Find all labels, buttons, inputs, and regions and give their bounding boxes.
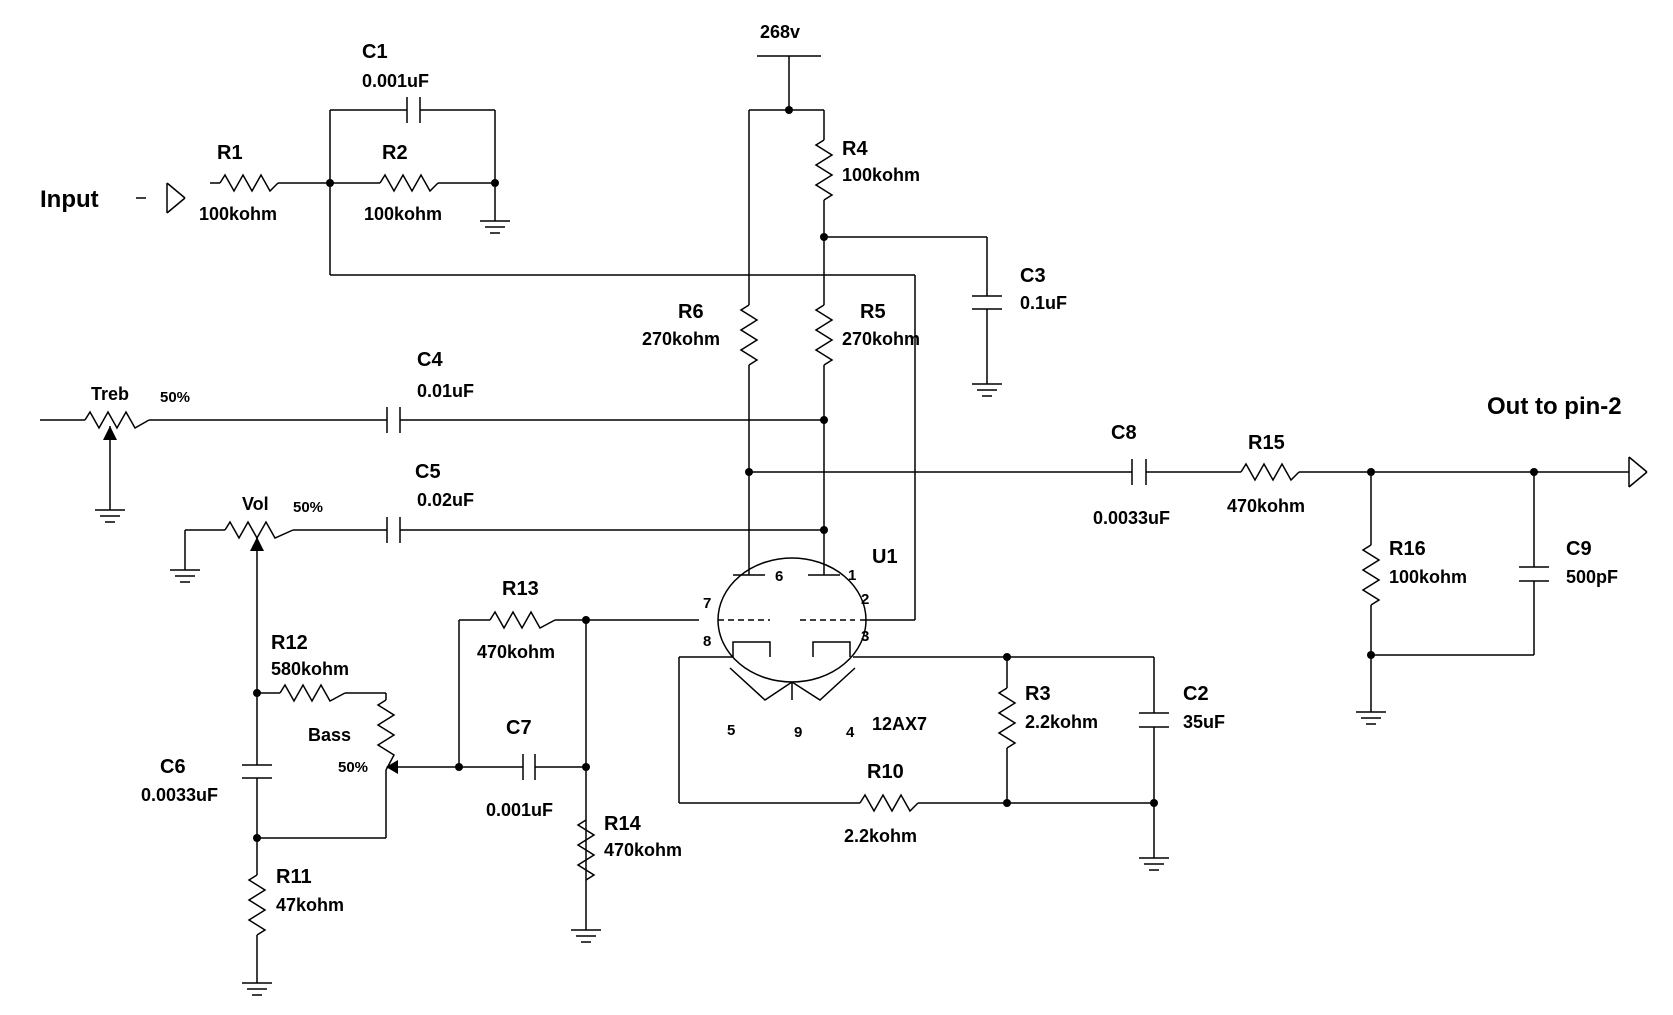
r2-symbol — [379, 173, 439, 193]
supply-label: 268v — [760, 22, 800, 42]
r16-name: R16 — [1389, 538, 1426, 560]
c6-value: 0.0033uF — [141, 785, 218, 805]
r16-symbol — [1361, 544, 1381, 606]
r1-name: R1 — [217, 142, 243, 164]
r1-symbol — [219, 173, 279, 193]
pin-3: 3 — [861, 628, 869, 645]
r11-value: 47kohm — [276, 895, 344, 915]
r6-name: R6 — [678, 301, 704, 323]
bass-name: Bass — [308, 725, 351, 745]
r10-name: R10 — [867, 761, 904, 783]
c9-name: C9 — [1566, 538, 1592, 560]
pin-2: 2 — [861, 591, 869, 608]
treb-name: Treb — [91, 384, 129, 404]
treb-value: 50% — [160, 389, 190, 406]
pin-6: 6 — [775, 568, 783, 585]
treb-pot-symbol — [84, 410, 150, 430]
r10-value: 2.2kohm — [844, 826, 917, 846]
vol-value: 50% — [293, 499, 323, 516]
c7-name: C7 — [506, 717, 532, 739]
pin-8: 8 — [703, 633, 711, 650]
bass-value: 50% — [338, 759, 368, 776]
r4-name: R4 — [842, 138, 868, 160]
c1-value: 0.001uF — [362, 71, 429, 91]
r6-symbol — [739, 304, 759, 366]
vol-pot-symbol — [224, 520, 294, 540]
r13-name: R13 — [502, 578, 539, 600]
c1-name: C1 — [362, 41, 388, 63]
pin-5: 5 — [727, 722, 735, 739]
r2-name: R2 — [382, 142, 408, 164]
c2-name: C2 — [1183, 683, 1209, 705]
u1-type: 12AX7 — [872, 714, 927, 734]
r3-name: R3 — [1025, 683, 1051, 705]
c3-value: 0.1uF — [1020, 293, 1067, 313]
r14-value: 470kohm — [604, 840, 682, 860]
pin-4: 4 — [846, 724, 855, 741]
labels: 268v Input Out to pin-2 C1 0.001uF R1 10… — [40, 22, 1622, 915]
c7-value: 0.001uF — [486, 800, 553, 820]
r4-symbol — [814, 139, 834, 201]
r12-symbol — [279, 683, 346, 703]
r15-name: R15 — [1248, 432, 1285, 454]
treb-wiper-arrow — [103, 426, 117, 440]
r13-symbol — [489, 610, 556, 630]
r12-value: 580kohm — [271, 659, 349, 679]
r3-symbol — [997, 687, 1017, 749]
pin-7: 7 — [703, 595, 711, 612]
r12-name: R12 — [271, 632, 308, 654]
c8-value: 0.0033uF — [1093, 508, 1170, 528]
c3-name: C3 — [1020, 265, 1046, 287]
r10-symbol — [859, 793, 919, 813]
wires — [40, 55, 1648, 983]
pin-1: 1 — [848, 567, 856, 584]
c4-name: C4 — [417, 349, 443, 371]
c2-value: 35uF — [1183, 712, 1225, 732]
r14-name: R14 — [604, 813, 642, 835]
ground-symbols — [94, 220, 1387, 996]
u1-name: U1 — [872, 546, 898, 568]
r13-value: 470kohm — [477, 642, 555, 662]
output-label: Out to pin-2 — [1487, 393, 1622, 420]
r6-value: 270kohm — [642, 329, 720, 349]
c6-name: C6 — [160, 756, 186, 778]
c9-value: 500pF — [1566, 567, 1618, 587]
c5-name: C5 — [415, 461, 441, 483]
r1-value: 100kohm — [199, 204, 277, 224]
r5-value: 270kohm — [842, 329, 920, 349]
r16-value: 100kohm — [1389, 567, 1467, 587]
c5-value: 0.02uF — [417, 490, 474, 510]
pin-9: 9 — [794, 724, 802, 741]
r15-value: 470kohm — [1227, 496, 1305, 516]
r2-value: 100kohm — [364, 204, 442, 224]
input-label: Input — [40, 186, 99, 213]
c8-name: C8 — [1111, 422, 1137, 444]
r15-symbol — [1240, 462, 1300, 482]
r14-symbol — [576, 819, 596, 881]
vol-name: Vol — [242, 494, 269, 514]
r5-symbol — [814, 304, 834, 366]
r5-name: R5 — [860, 301, 886, 323]
r3-value: 2.2kohm — [1025, 712, 1098, 732]
r4-value: 100kohm — [842, 165, 920, 185]
resistor-symbols — [84, 139, 1381, 936]
r11-name: R11 — [276, 866, 312, 888]
tube-u1-symbol — [717, 557, 867, 701]
junction-dots — [253, 106, 1538, 842]
bass-pot-symbol — [376, 699, 396, 771]
bass-wiper-arrow — [386, 760, 398, 774]
r11-symbol — [247, 874, 267, 936]
vol-wiper-arrow — [250, 537, 264, 551]
capacitor-symbols — [242, 97, 1549, 780]
c4-value: 0.01uF — [417, 381, 474, 401]
